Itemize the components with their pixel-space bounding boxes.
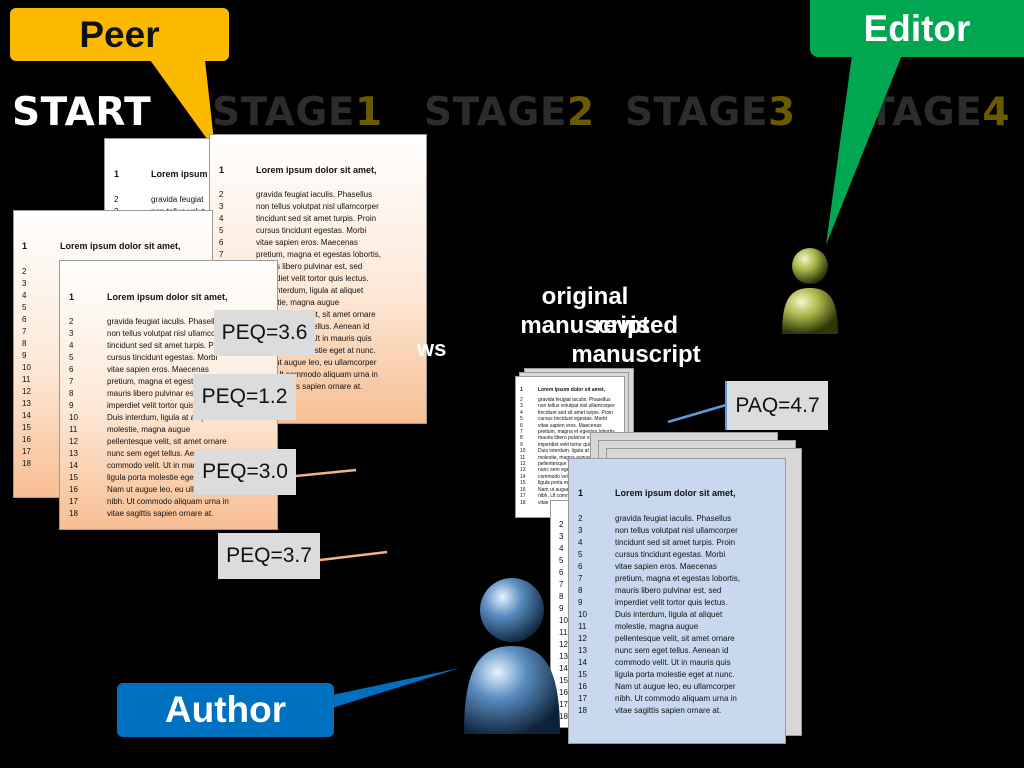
author-callout-tail [332, 668, 460, 708]
document-line-numbers: 2 3 4 5 6 7 8 9 10 11 12 13 14 15 16 17 … [559, 520, 568, 721]
paq-score: PAQ=4.7 [727, 381, 828, 430]
peq-score-2: PEQ=1.2 [193, 374, 296, 420]
stage-2-number: 2 [567, 90, 595, 135]
stage-start: START [12, 90, 152, 135]
document-title-number: 1 [578, 488, 584, 498]
peq-score-4: PEQ=3.7 [218, 533, 320, 579]
stage-1: STAGE1 [212, 90, 383, 135]
peq-score-1: PEQ=3.6 [214, 310, 315, 356]
revised-manuscript-front: 1 Lorem ipsum dolor sit amet, 2 3 4 5 6 … [568, 458, 786, 744]
stage-2-word: STAGE [424, 90, 567, 135]
peq-connector-4 [319, 550, 388, 562]
paq-connector [667, 403, 727, 424]
editor-person-icon [782, 248, 838, 334]
document-title-number: 1 [22, 241, 28, 251]
revised-manuscript-label: revised manuscript [571, 312, 701, 368]
stage-4-number: 4 [982, 90, 1011, 135]
document-title: Lorem ipsum dolor sit amet, [107, 292, 228, 302]
document-line-numbers: 2 3 4 5 6 7 8 9 10 11 12 13 14 15 16 17 … [69, 317, 78, 518]
document-title: Lorem ipsum dolor sit amet, [256, 165, 377, 175]
document-body: gravida feugiat iaculis. Phasellus non t… [615, 514, 740, 715]
stage-3: STAGE3 [625, 90, 796, 135]
document-line-numbers: 2 3 4 5 6 7 8 9 10 11 12 13 14 15 16 17 … [578, 514, 587, 715]
document-line-numbers: 2 3 4 5 6 7 8 9 10 11 12 13 14 15 16 17 … [520, 397, 526, 506]
peer-callout-tail [150, 60, 215, 150]
document-title-number: 1 [520, 387, 523, 393]
document-line-numbers: 2 3 4 5 6 7 8 9 10 11 12 13 14 15 16 17 … [22, 267, 31, 468]
stage-1-number: 1 [355, 90, 383, 135]
document-title: Lorem ipsum dolor sit amet, [615, 488, 736, 498]
document-title-number: 1 [114, 169, 120, 179]
document-title-number: 1 [69, 292, 75, 302]
document-title: Lorem ipsum dolor sit amet, [538, 387, 605, 393]
document-body: gravida feugiat iaculis. Phasellus non t… [256, 190, 381, 391]
reviews-label-partial: ws [417, 336, 447, 361]
original-manuscript-label: original manuscript [520, 283, 650, 339]
peq-score-3: PEQ=3.0 [194, 449, 296, 495]
peer-callout: Peer [10, 8, 229, 61]
document-title-number: 1 [219, 165, 225, 175]
stage-4: TAGE4 [868, 90, 1010, 135]
peq-connector-3 [295, 468, 357, 478]
stage-3-word: STAGE [625, 90, 768, 135]
stage-2: STAGE2 [424, 90, 595, 135]
document-title: Lorem ipsum [151, 169, 208, 179]
author-callout: Author [117, 683, 334, 737]
stage-1-word: STAGE [212, 90, 355, 135]
editor-callout-tail [826, 55, 902, 245]
stage-4-word: TAGE [868, 90, 983, 135]
document-title: Lorem ipsum dolor sit amet, [60, 241, 181, 251]
author-person-icon [464, 578, 560, 734]
stage-3-number: 3 [768, 90, 796, 135]
editor-callout: Editor [810, 0, 1024, 57]
